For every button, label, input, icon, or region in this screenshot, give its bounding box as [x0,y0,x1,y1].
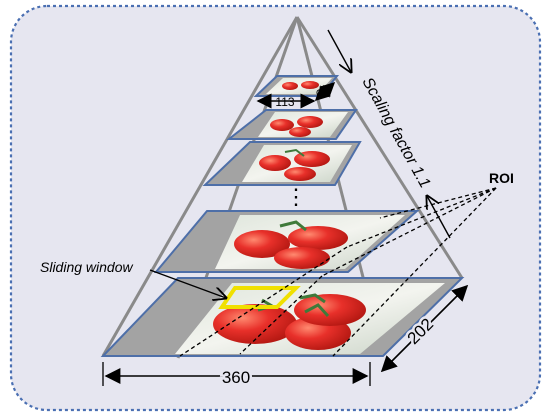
dimension-label-113: 113 [275,95,294,109]
dimension-360 [102,362,371,386]
layer-level-n [100,277,465,357]
layer-level-2 [226,109,358,140]
sliding-window-pointer [149,269,226,298]
ellipsis-dots: ⋮ [285,184,307,209]
dimension-label-360: 360 [222,368,250,387]
layer-level-3 [202,141,362,186]
scale-arrow-down [327,29,351,72]
layer-level-n-minus-1 [153,210,420,273]
roi-leader-lines [179,187,497,357]
roi-label: ROI [489,170,514,186]
sliding-window-label: Sliding window [40,259,133,275]
dimension-arrow-202 [380,284,469,373]
dimension-arrow-64 [314,81,336,102]
